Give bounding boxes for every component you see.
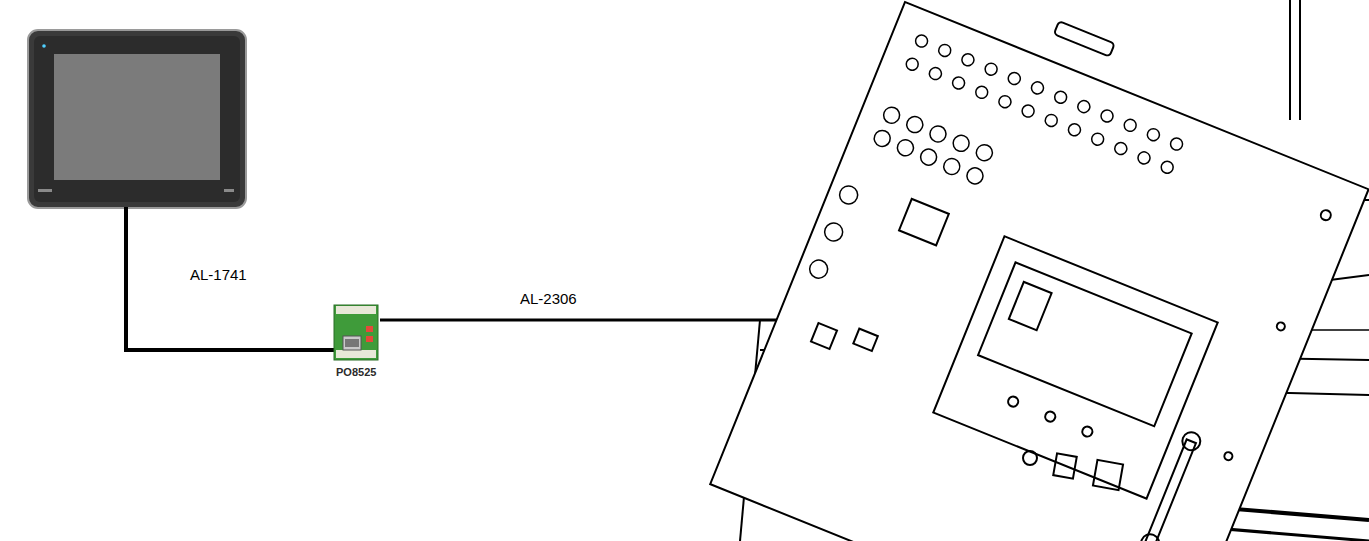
cable-label: AL-1741 — [190, 266, 247, 283]
cable — [380, 320, 800, 338]
terminal-board: PO8525 — [330, 303, 382, 363]
trainer-panel — [710, 0, 1369, 541]
cable — [126, 207, 346, 350]
cable-label: AL-2306 — [520, 290, 577, 307]
hmi-panel — [28, 30, 246, 208]
power-switch — [1023, 451, 1123, 490]
jack-row — [807, 28, 1184, 386]
part-label: PO8525 — [336, 366, 376, 378]
terminal-board — [334, 305, 378, 360]
